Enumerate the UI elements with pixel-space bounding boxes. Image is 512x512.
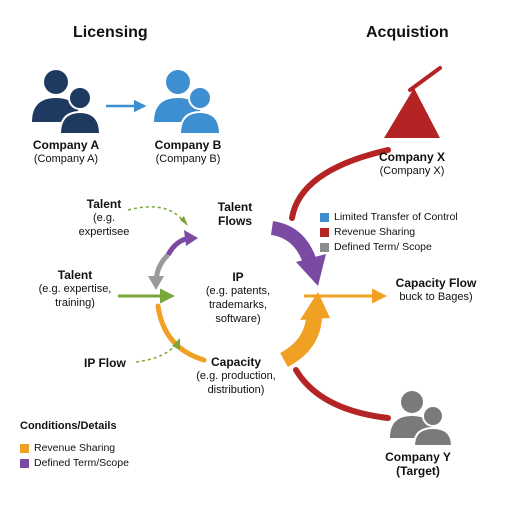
- capacity-flow-sub: buck to Bages): [399, 291, 473, 303]
- talent-left-sub2: training): [55, 297, 95, 309]
- company-y-label: Company Y (Target): [368, 450, 468, 478]
- conditions-label-term: Defined Term/Scope: [34, 457, 129, 469]
- talent-left-title: Talent: [57, 268, 93, 282]
- talent-left-label: Talent (e.g. expertise, training): [20, 268, 130, 310]
- acquisition-heading: Acquistion: [366, 24, 449, 41]
- company-x-sub: (Company X): [379, 165, 445, 177]
- ip-flow-label: IP Flow: [84, 356, 126, 370]
- capacity-sub2: distribution): [207, 384, 265, 396]
- company-b-name: Company B: [154, 138, 222, 152]
- company-y-name: Company Y: [385, 450, 451, 464]
- capacity-label: Capacity (e.g. production, distribution): [186, 355, 286, 397]
- conditions-item-revenue: Revenue Sharing: [20, 442, 129, 454]
- legend-label-revenue: Revenue Sharing: [334, 226, 416, 238]
- talent-flows-line2: Flows: [217, 214, 252, 228]
- conditions-title: Conditions/Details: [20, 420, 117, 432]
- company-x-label: Company X (Company X): [362, 150, 462, 178]
- talent-left-sub: (e.g. expertise,: [38, 283, 112, 295]
- cycle-orange-arc: [155, 303, 207, 363]
- talent-small-arrowhead: [184, 230, 198, 246]
- legend-label-control: Limited Transfer of Control: [334, 211, 458, 223]
- company-a-people-icon: [32, 70, 102, 135]
- company-b-sub: (Company B): [155, 153, 221, 165]
- ip-center-label: IP (e.g. patents, trademarks, software): [188, 270, 288, 326]
- legend-item-term: Defined Term/ Scope: [320, 241, 458, 253]
- capacity-flow-label: Capacity Flow buck to Bages): [386, 276, 486, 304]
- acquisition-arc-bottom: [293, 367, 391, 421]
- company-a-sub: (Company A): [33, 153, 99, 165]
- company-x-name: Company X: [378, 150, 445, 164]
- capacity-title: Capacity: [210, 355, 262, 369]
- conditions-label-revenue: Revenue Sharing: [34, 442, 116, 454]
- capacity-big-arrow: [279, 316, 322, 368]
- acquisition-legend: Limited Transfer of Control Revenue Shar…: [320, 211, 458, 253]
- talent-flows-line1: Talent: [217, 200, 253, 214]
- ip-flow-dotted-arrowhead: [172, 338, 180, 350]
- legend-swatch-gray: [320, 242, 329, 252]
- capacity-sub: (e.g. production,: [196, 370, 276, 382]
- ip-center-sub2: trademarks,: [208, 299, 268, 311]
- talent-top-label: Talent (e.g. expertisee: [64, 197, 144, 239]
- cycle-gray-arrowhead: [148, 276, 164, 290]
- talent-flow-big-arrow: [270, 221, 317, 265]
- legend-item-control: Limited Transfer of Control: [320, 211, 458, 223]
- company-b-people-icon: [154, 70, 222, 135]
- legend-swatch-blue: [320, 212, 329, 222]
- talent-top-sub: (e.g.: [92, 212, 115, 224]
- capacity-big-arrowhead: [300, 292, 330, 320]
- acquisition-arc-top: [289, 147, 391, 221]
- legend-item-revenue: Revenue Sharing: [320, 226, 458, 238]
- talent-flows-label: Talent Flows: [200, 200, 270, 228]
- conditions-legend: Conditions/Details Revenue Sharing Defin…: [20, 420, 129, 469]
- legend-label-term: Defined Term/ Scope: [334, 241, 432, 253]
- company-y-people-icon: [390, 391, 454, 447]
- talent-dotted-arrowhead: [180, 216, 188, 226]
- talent-top-sub2: expertisee: [78, 226, 130, 238]
- talent-top-title: Talent: [86, 197, 122, 211]
- ip-center-sub3: software): [215, 313, 261, 325]
- capacity-flow-title: Capacity Flow: [395, 276, 477, 290]
- conditions-item-term: Defined Term/Scope: [20, 457, 129, 469]
- conditions-swatch-purple: [20, 458, 29, 468]
- company-a-label: Company A (Company A): [16, 138, 116, 166]
- legend-swatch-red: [320, 227, 329, 237]
- talent-flow-big-arrowhead: [296, 254, 326, 286]
- ip-center-title: IP: [232, 270, 244, 284]
- company-b-label: Company B (Company B): [138, 138, 238, 166]
- conditions-swatch-orange: [20, 443, 29, 453]
- company-x-triangle-icon: [384, 66, 442, 138]
- talent-dotted-arrow: [127, 206, 185, 223]
- company-y-sub: (Target): [396, 464, 440, 478]
- ip-flow-dotted-arrow: [135, 343, 177, 363]
- company-a-name: Company A: [32, 138, 100, 152]
- ip-center-sub: (e.g. patents,: [205, 285, 271, 297]
- licensing-heading: Licensing: [73, 24, 148, 41]
